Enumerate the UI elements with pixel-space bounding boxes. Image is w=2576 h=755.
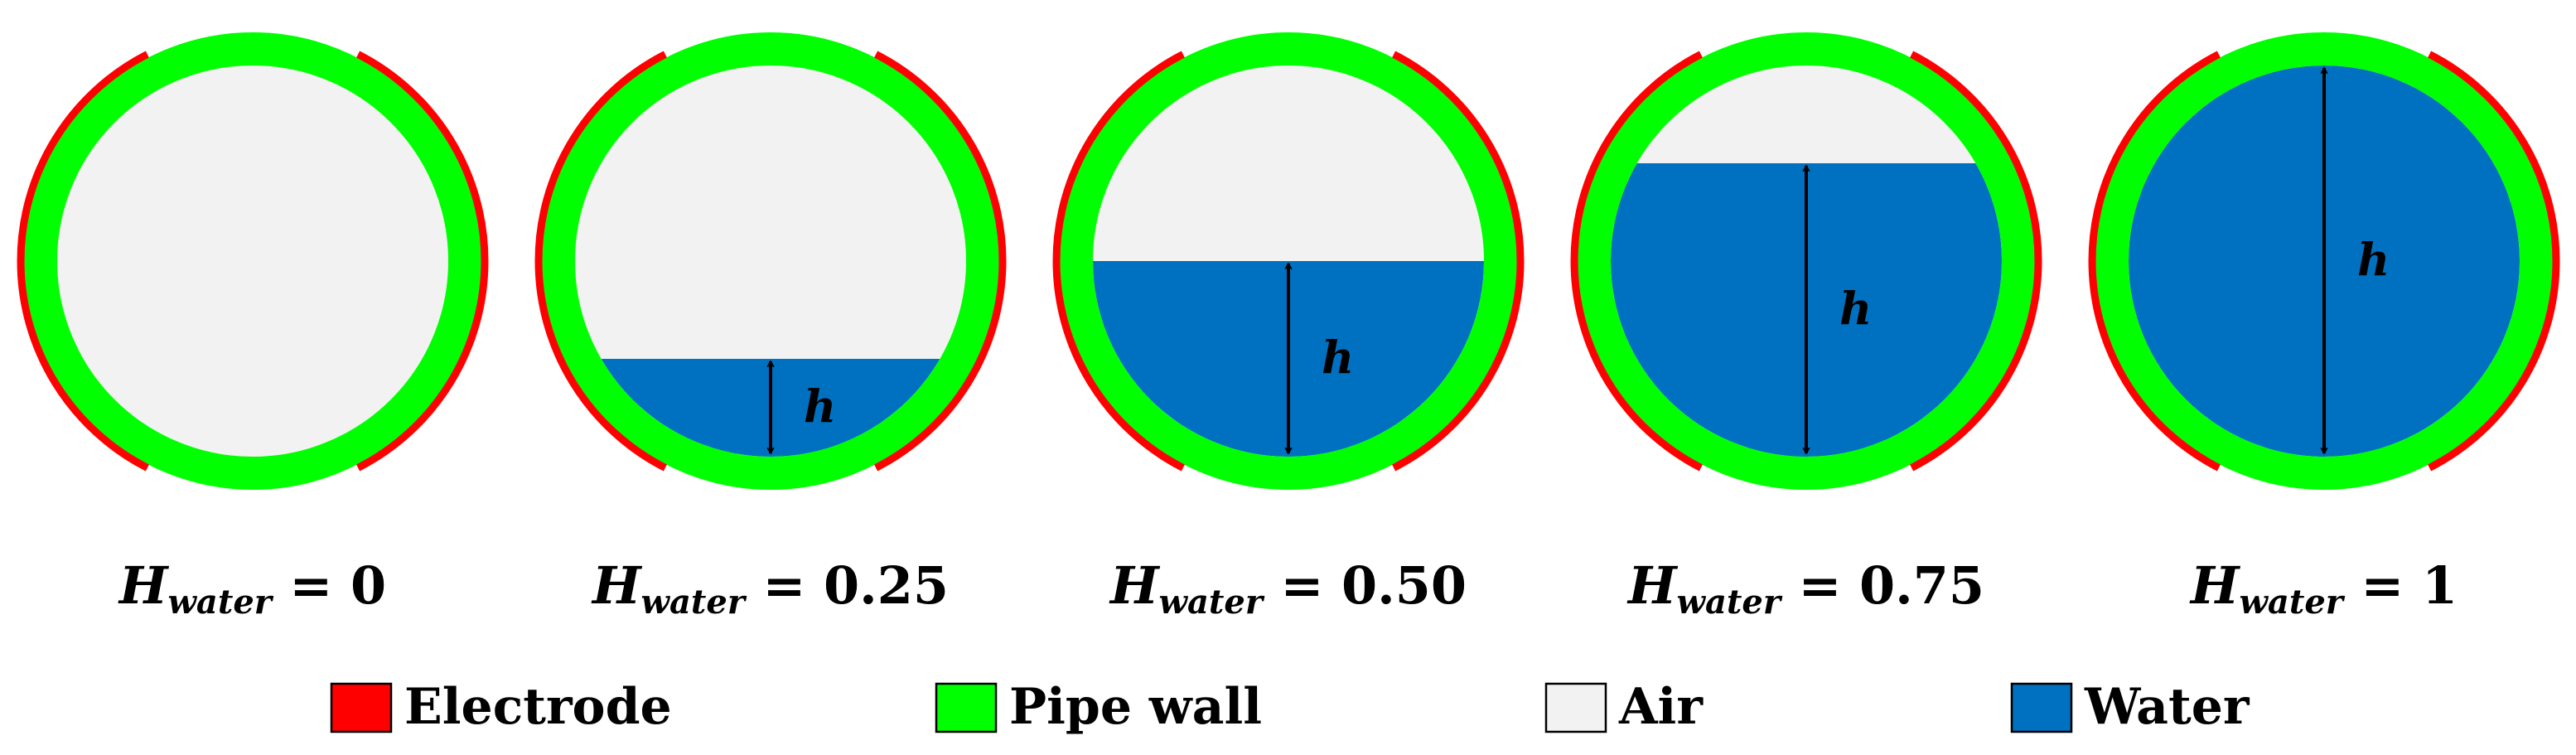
height-label: h xyxy=(1322,332,1354,385)
legend: Electrode Pipe wall Air Water xyxy=(330,678,2250,736)
pipe-wall xyxy=(1578,32,2035,490)
height-label: h xyxy=(1839,283,1872,336)
pipe-panel: h xyxy=(534,32,1007,490)
legend-item: Pipe wall xyxy=(935,678,1262,736)
pipe-wall xyxy=(2095,32,2553,490)
electrode-left xyxy=(17,51,149,472)
air-region xyxy=(57,65,448,457)
electrode-right xyxy=(356,51,489,472)
pipe-cross-sections: h h h h xyxy=(17,32,2560,490)
water-fraction-caption: Hwater = 0 xyxy=(118,555,386,622)
electrode-right xyxy=(874,51,1007,472)
pipe-wall xyxy=(24,32,481,490)
water-fraction-caption: Hwater = 0.25 xyxy=(591,555,949,622)
legend-label: Pipe wall xyxy=(1009,678,1262,736)
pipe-panel xyxy=(17,32,489,490)
electrode-right xyxy=(1910,51,2042,472)
legend-item: Electrode xyxy=(330,678,672,736)
pipe-wall xyxy=(542,32,999,490)
water-fraction-captions: Hwater = 0 Hwater = 0.25 Hwater = 0.50 Hwat… xyxy=(118,555,2458,622)
legend-item: Air xyxy=(1544,678,1704,736)
legend-item: Water xyxy=(2010,678,2250,736)
electrode-right xyxy=(2428,51,2560,472)
legend-swatch xyxy=(935,682,998,733)
legend-swatch xyxy=(330,682,393,733)
height-label: h xyxy=(804,380,836,433)
pipe-panel: h xyxy=(1570,32,2042,490)
legend-swatch xyxy=(1544,682,1607,733)
electrode-left xyxy=(534,51,667,472)
legend-label: Water xyxy=(2084,678,2250,736)
water-fraction-caption: Hwater = 0.50 xyxy=(1109,555,1467,622)
electrode-left xyxy=(1052,51,1185,472)
electrode-left xyxy=(2088,51,2221,472)
pipe-wall xyxy=(1060,32,1517,490)
electrode-right xyxy=(1392,51,1525,472)
legend-label: Air xyxy=(1618,678,1704,736)
pipe-panel: h xyxy=(1052,32,1525,490)
legend-label: Electrode xyxy=(404,678,672,736)
height-label: h xyxy=(2357,234,2390,287)
water-fraction-caption: Hwater = 0.75 xyxy=(1626,555,1984,622)
electrode-left xyxy=(1570,51,1703,472)
water-fraction-caption: Hwater = 1 xyxy=(2189,555,2458,622)
legend-swatch xyxy=(2010,682,2073,733)
pipe-panel: h xyxy=(2088,32,2560,490)
